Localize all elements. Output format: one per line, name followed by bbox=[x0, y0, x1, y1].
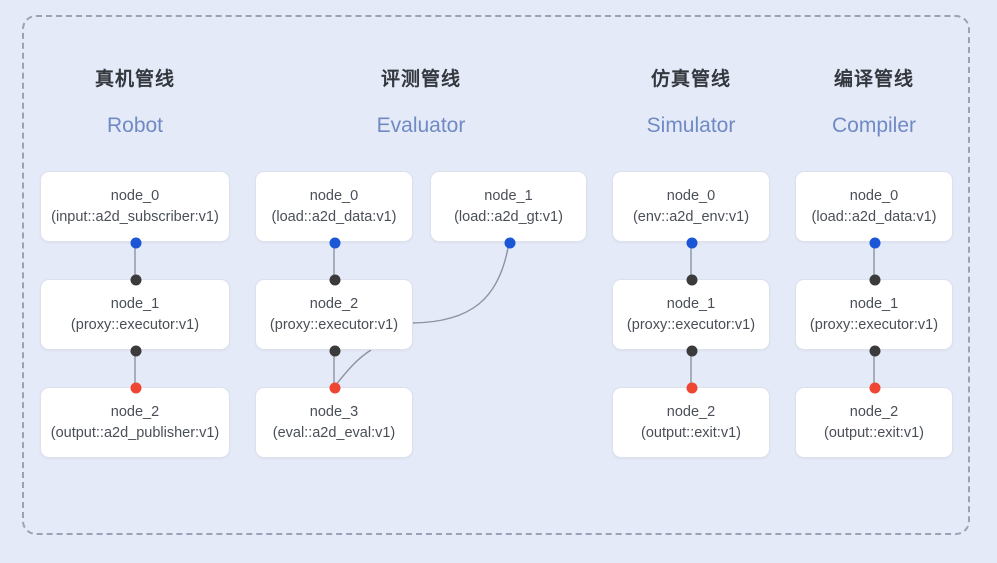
port-output-blue[interactable] bbox=[686, 237, 698, 249]
node-type: (input::a2d_subscriber:v1) bbox=[51, 208, 219, 225]
port-output-black[interactable] bbox=[130, 345, 142, 357]
node-name: node_0 bbox=[666, 187, 716, 204]
node-card-simulator-node-2[interactable]: node_2 (output::exit:v1) bbox=[612, 382, 770, 458]
node-card-compiler-node-2[interactable]: node_2 (output::exit:v1) bbox=[795, 382, 953, 458]
node-card-evaluator-node-3[interactable]: node_3 (eval::a2d_eval:v1) bbox=[255, 382, 413, 458]
node-type: (eval::a2d_eval:v1) bbox=[272, 424, 396, 441]
port-input-red[interactable] bbox=[130, 382, 142, 394]
node-type: (output::exit:v1) bbox=[824, 424, 924, 441]
node-type: (env::a2d_env:v1) bbox=[632, 208, 750, 225]
node-card-compiler-node-0[interactable]: node_0 (load::a2d_data:v1) bbox=[795, 171, 953, 249]
node-type: (load::a2d_gt:v1) bbox=[454, 208, 563, 225]
port-input-black[interactable] bbox=[329, 274, 341, 286]
port-input-black[interactable] bbox=[130, 274, 142, 286]
node-type: (proxy::executor:v1) bbox=[809, 316, 939, 333]
node-name: node_2 bbox=[849, 403, 899, 420]
node-card-evaluator-node-0[interactable]: node_0 (load::a2d_data:v1) bbox=[255, 171, 413, 249]
node-name: node_0 bbox=[309, 187, 359, 204]
node-type: (output::exit:v1) bbox=[641, 424, 741, 441]
port-output-black[interactable] bbox=[329, 345, 341, 357]
node-card-evaluator-node-1[interactable]: node_1 (load::a2d_gt:v1) bbox=[430, 171, 587, 249]
port-output-black[interactable] bbox=[686, 345, 698, 357]
node-name: node_0 bbox=[849, 187, 899, 204]
port-input-black[interactable] bbox=[686, 274, 698, 286]
node-type: (output::a2d_publisher:v1) bbox=[50, 424, 220, 441]
port-input-red[interactable] bbox=[686, 382, 698, 394]
node-type: (proxy::executor:v1) bbox=[626, 316, 756, 333]
node-name: node_1 bbox=[666, 295, 716, 312]
port-output-black[interactable] bbox=[869, 345, 881, 357]
node-name: node_2 bbox=[309, 295, 359, 312]
port-output-blue[interactable] bbox=[869, 237, 881, 249]
node-name: node_1 bbox=[849, 295, 899, 312]
port-output-blue[interactable] bbox=[329, 237, 341, 249]
node-card-robot-node-1[interactable]: node_1 (proxy::executor:v1) bbox=[40, 274, 230, 357]
pipeline-group-frame bbox=[22, 15, 970, 535]
node-name: node_1 bbox=[484, 187, 533, 204]
node-name: node_2 bbox=[666, 403, 716, 420]
port-output-blue[interactable] bbox=[504, 237, 516, 249]
node-card-evaluator-node-2[interactable]: node_2 (proxy::executor:v1) bbox=[255, 274, 413, 357]
node-card-simulator-node-1[interactable]: node_1 (proxy::executor:v1) bbox=[612, 274, 770, 357]
port-input-black[interactable] bbox=[869, 274, 881, 286]
node-type: (load::a2d_data:v1) bbox=[811, 208, 937, 225]
node-card-robot-node-0[interactable]: node_0 (input::a2d_subscriber:v1) bbox=[40, 171, 230, 249]
node-card-robot-node-2[interactable]: node_2 (output::a2d_publisher:v1) bbox=[40, 382, 230, 458]
node-card-compiler-node-1[interactable]: node_1 (proxy::executor:v1) bbox=[795, 274, 953, 357]
node-name: node_1 bbox=[110, 295, 160, 312]
node-name: node_0 bbox=[110, 187, 160, 204]
port-output-blue[interactable] bbox=[130, 237, 142, 249]
node-card-simulator-node-0[interactable]: node_0 (env::a2d_env:v1) bbox=[612, 171, 770, 249]
node-name: node_3 bbox=[309, 403, 359, 420]
node-type: (proxy::executor:v1) bbox=[269, 316, 399, 333]
node-type: (load::a2d_data:v1) bbox=[271, 208, 397, 225]
port-input-red[interactable] bbox=[869, 382, 881, 394]
port-input-red[interactable] bbox=[329, 382, 341, 394]
node-name: node_2 bbox=[110, 403, 160, 420]
node-type: (proxy::executor:v1) bbox=[70, 316, 200, 333]
